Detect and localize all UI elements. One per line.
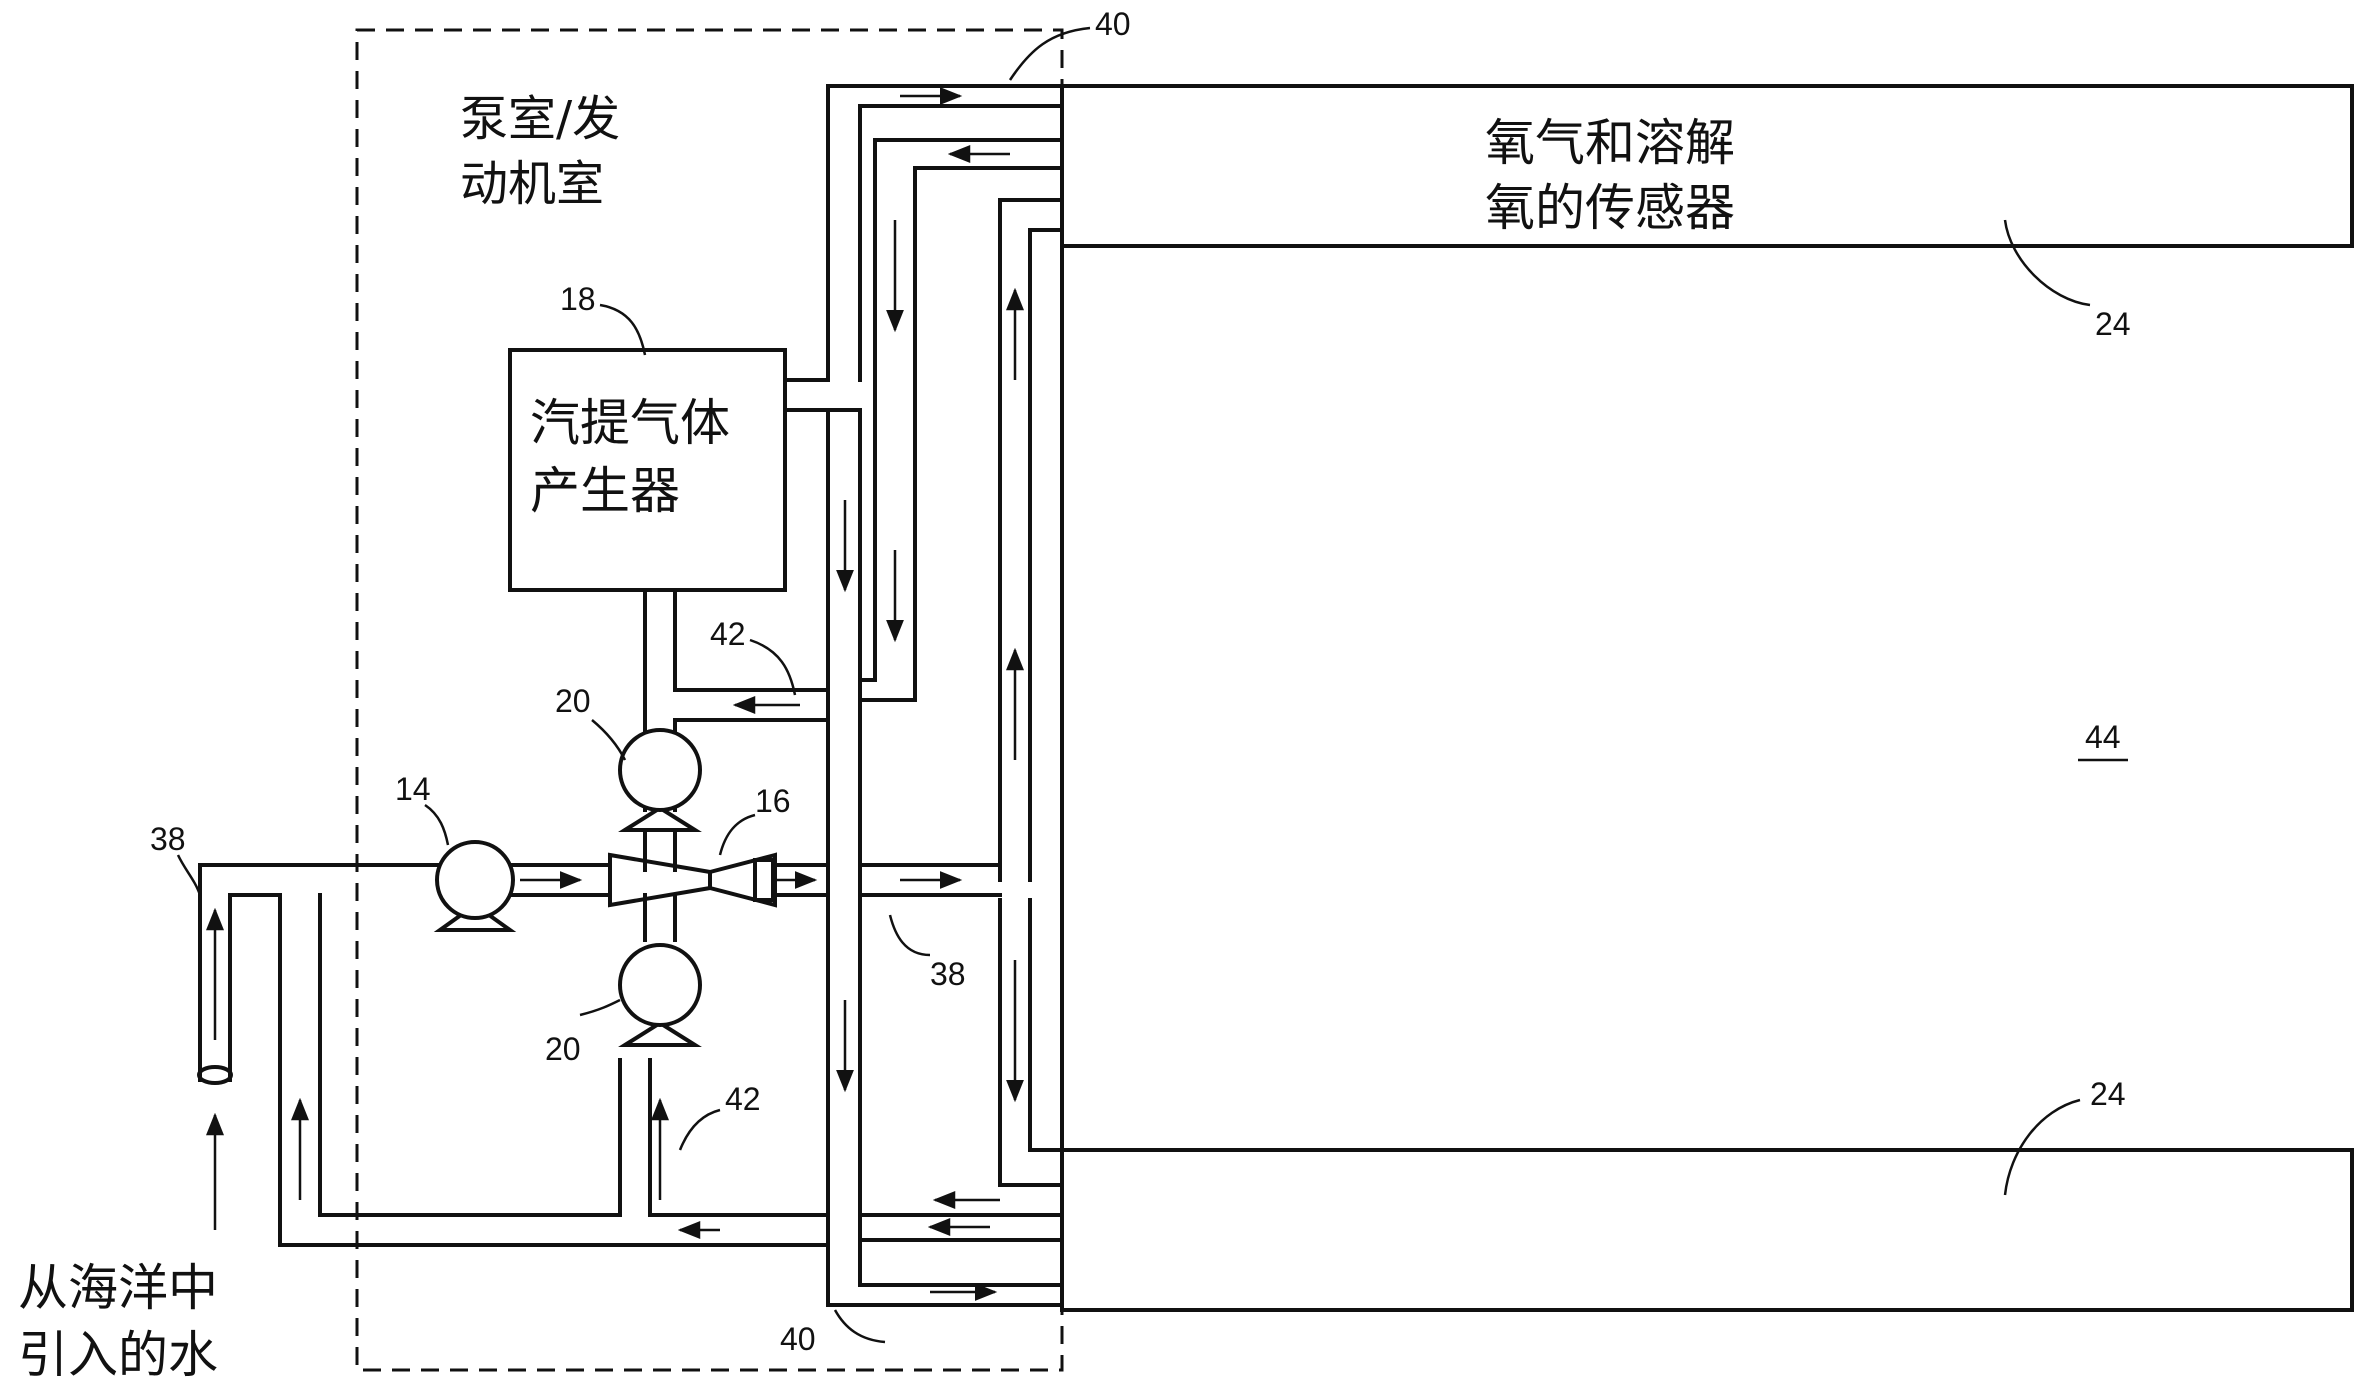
- pump-14: [433, 840, 517, 932]
- ref-16: 16: [755, 783, 791, 819]
- sensor-bottom: [1060, 1148, 2354, 1312]
- pump-20-lower: [618, 943, 702, 1047]
- water-source-label-line1: 从海洋中: [18, 1259, 218, 1317]
- ref-14: 14: [395, 771, 431, 807]
- intake-pipe-end: [197, 1065, 233, 1085]
- venturi-16: [608, 852, 712, 908]
- leader-lines: [176, 26, 2128, 1344]
- water-source-label-line2: 引入的水: [18, 1326, 218, 1384]
- generator-label-line1: 汽提气体: [530, 394, 730, 452]
- pump-room-label-line2: 动机室: [460, 156, 604, 212]
- pump-room-label-line1: 泵室/发: [460, 91, 620, 147]
- generator-label-line2: 产生器: [530, 462, 680, 520]
- ref-38-left: 38: [150, 821, 186, 857]
- ref-24-bottom: 24: [2090, 1076, 2126, 1112]
- ref-40-bottom: 40: [780, 1321, 816, 1357]
- sensor-label-line2: 氧的传感器: [1485, 179, 1735, 237]
- ref-42-lower: 42: [725, 1081, 761, 1117]
- ref-38-right: 38: [930, 956, 966, 992]
- pipe-42-upper: [643, 588, 830, 722]
- pump-room-boundary: [355, 28, 1064, 1372]
- pipe-40: [783, 84, 1064, 1307]
- return-pipes: [858, 138, 1064, 1242]
- ref-40-top: 40: [1095, 6, 1131, 42]
- ref-44: 44: [2085, 719, 2121, 755]
- ref-24-top: 24: [2095, 306, 2131, 342]
- sensor-label-line1: 氧气和溶解: [1485, 114, 1735, 172]
- pump-20-upper: [618, 728, 702, 832]
- ref-20-upper: 20: [555, 683, 591, 719]
- pipe-38-main: [198, 863, 1002, 1247]
- ref-18: 18: [560, 281, 596, 317]
- stripping-gas-generator: [508, 348, 787, 592]
- ref-20-lower: 20: [545, 1031, 581, 1067]
- ref-42-upper: 42: [710, 616, 746, 652]
- flow-arrows: [206, 87, 1024, 1301]
